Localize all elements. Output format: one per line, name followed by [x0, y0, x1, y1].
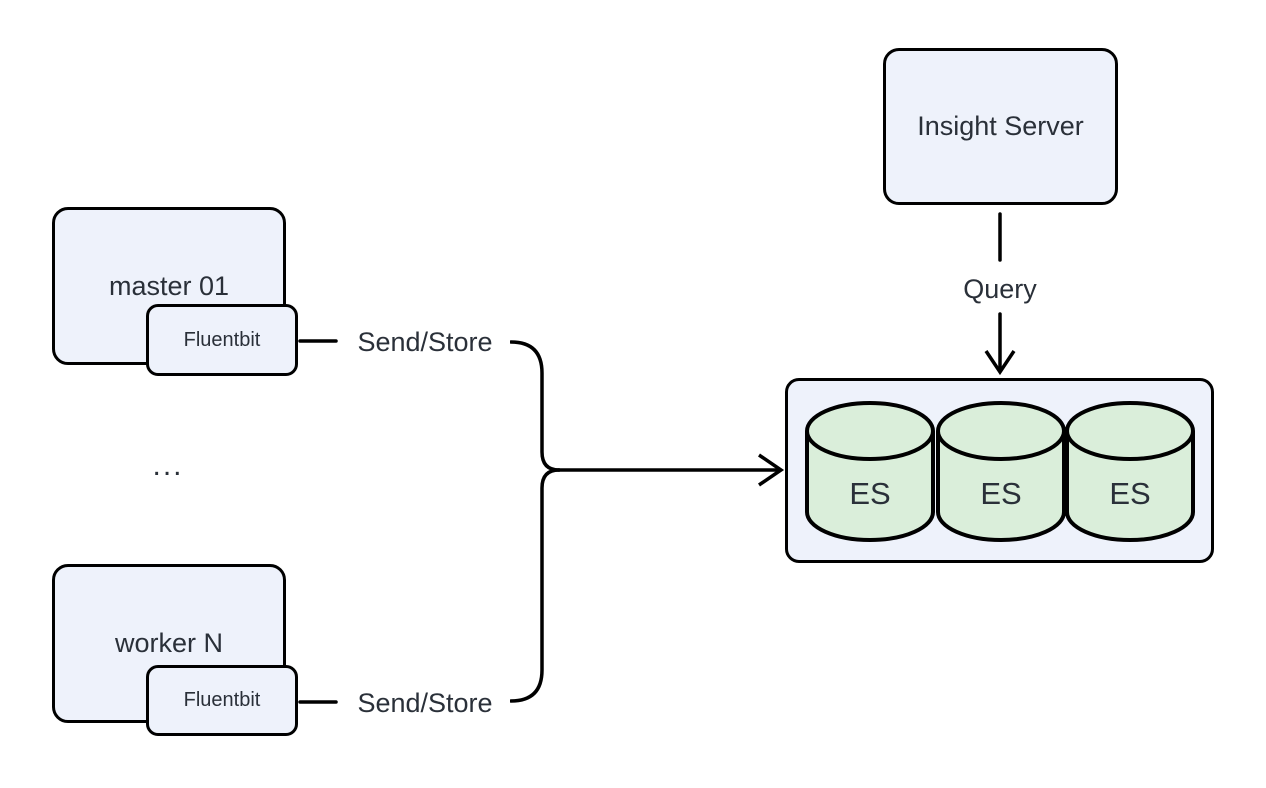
node-master-fluentbit: Fluentbit [146, 304, 298, 376]
node-worker-fluentbit-label: Fluentbit [183, 689, 261, 711]
node-master-label: master 01 [108, 270, 230, 301]
node-insight-server-label: Insight Server [917, 111, 1084, 141]
edge-worker-send-curve [509, 468, 561, 703]
es-node-label: ES [980, 476, 1022, 511]
es-node-label: ES [849, 476, 891, 511]
node-insight-server: Insight Server [883, 48, 1118, 205]
edge-master-send-curve [509, 340, 561, 472]
edge-label-query: Query [950, 274, 1050, 304]
arrowhead-right-icon [758, 453, 785, 487]
arrowhead-down-icon [984, 350, 1016, 376]
node-worker-label: worker N [114, 628, 223, 658]
edge-label-send-store-top: Send/Store [340, 327, 510, 357]
edge-label-send-store-bottom: Send/Store [340, 688, 510, 718]
node-master-fluentbit-label: Fluentbit [183, 328, 261, 351]
node-es-cluster-container [785, 378, 1214, 563]
es-node-label: ES [1109, 476, 1151, 511]
node-worker-fluentbit: Fluentbit [146, 665, 298, 736]
ellipsis-label: ... [152, 449, 184, 482]
